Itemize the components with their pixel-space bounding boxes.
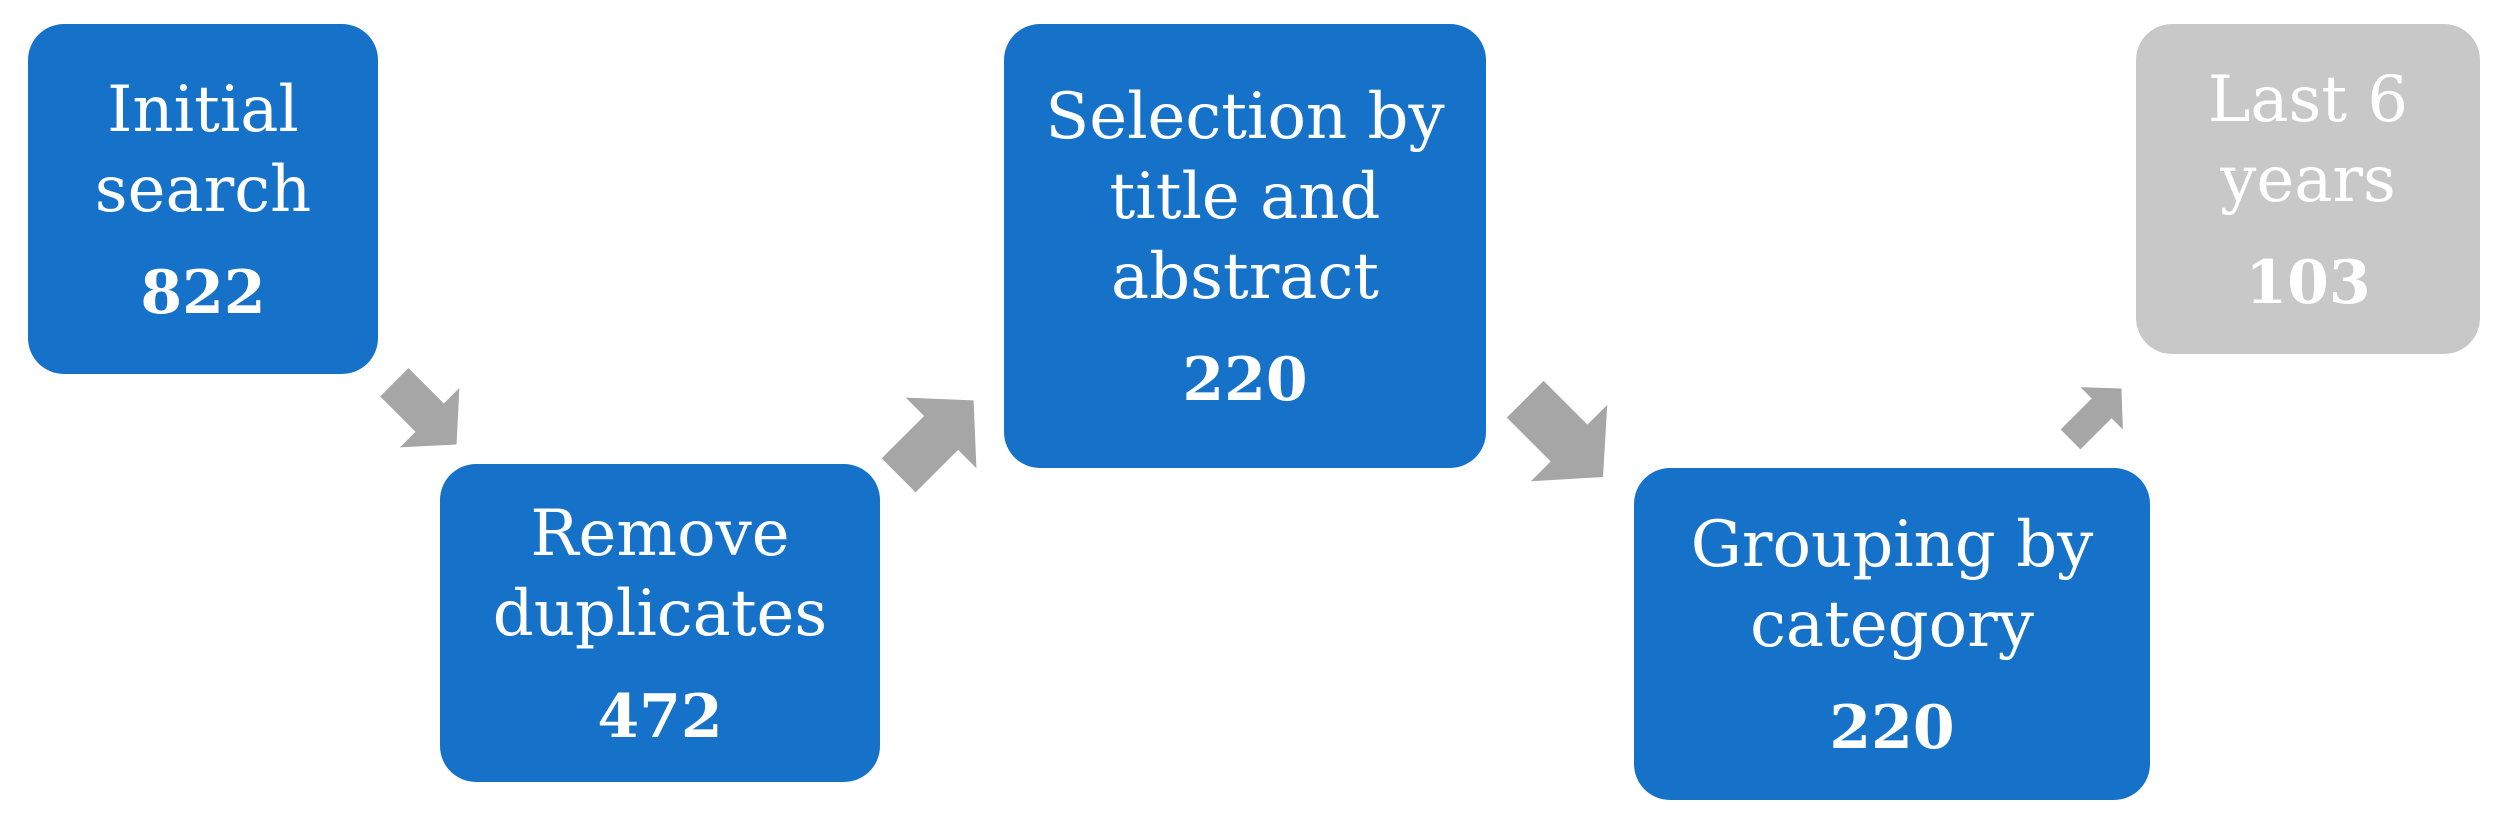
- arrow-down-right-icon: [380, 368, 460, 448]
- step-initial-search: Initial search 822: [28, 24, 378, 374]
- step-count: 822: [140, 258, 266, 328]
- step-count: 220: [1829, 693, 1955, 763]
- step-count: 103: [2245, 248, 2371, 318]
- step-label: Last 6 years: [2207, 63, 2409, 217]
- step-remove-duplicates: Remove duplicates 472: [440, 464, 880, 782]
- step-label: Remove duplicates: [492, 497, 828, 651]
- step-label: Initial search: [94, 73, 312, 227]
- arrow-down-right-icon: [1506, 380, 1608, 482]
- step-count: 220: [1182, 345, 1308, 415]
- step-label: Selection by title and abstract: [1045, 80, 1445, 314]
- step-last-6-years: Last 6 years 103: [2136, 24, 2480, 354]
- step-selection-by-title-and-abstract: Selection by title and abstract 220: [1004, 24, 1486, 468]
- arrow-up-right-icon: [881, 397, 977, 493]
- step-label: Grouping by category: [1690, 508, 2094, 662]
- step-grouping-by-category: Grouping by category 220: [1634, 468, 2150, 800]
- arrow-up-right-icon: [2060, 387, 2123, 450]
- step-count: 472: [597, 682, 723, 752]
